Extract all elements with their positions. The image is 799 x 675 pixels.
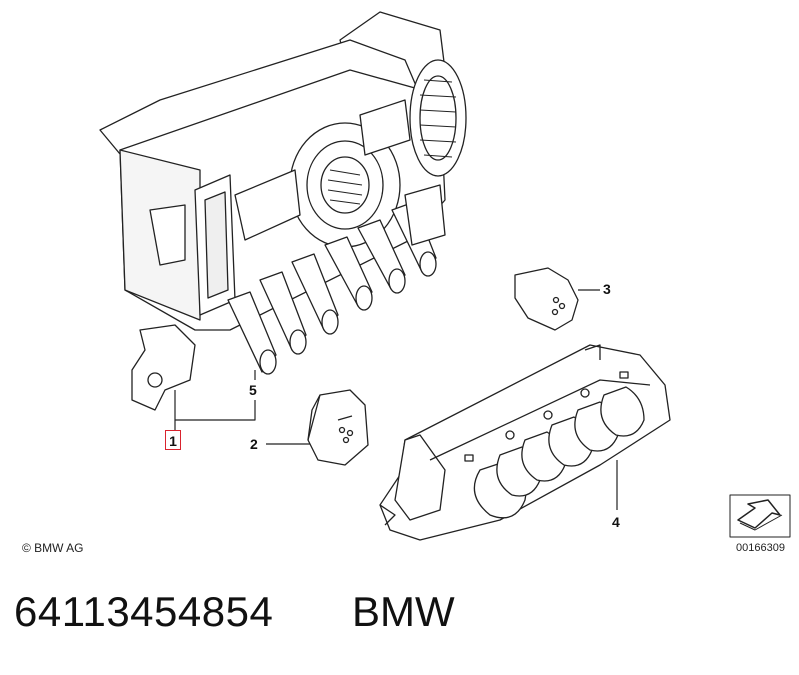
orientation-arrow-icon [729, 494, 791, 538]
switch-cap-small [307, 389, 369, 466]
callout-1: 1 [165, 430, 181, 450]
callout-5: 5 [249, 382, 257, 398]
copyright-notice: © BMW AG [22, 541, 84, 555]
callout-3: 3 [603, 281, 611, 297]
brand-name: BMW [352, 588, 455, 635]
trim-bezel [379, 344, 671, 541]
part-number: 64113454854 [14, 588, 274, 635]
leader-lines [174, 289, 618, 510]
switch-cap-small-right [514, 267, 579, 331]
climate-control-panel [99, 11, 467, 411]
callout-4: 4 [612, 514, 620, 530]
document-number: 00166309 [736, 542, 785, 554]
callout-2: 2 [250, 436, 258, 452]
